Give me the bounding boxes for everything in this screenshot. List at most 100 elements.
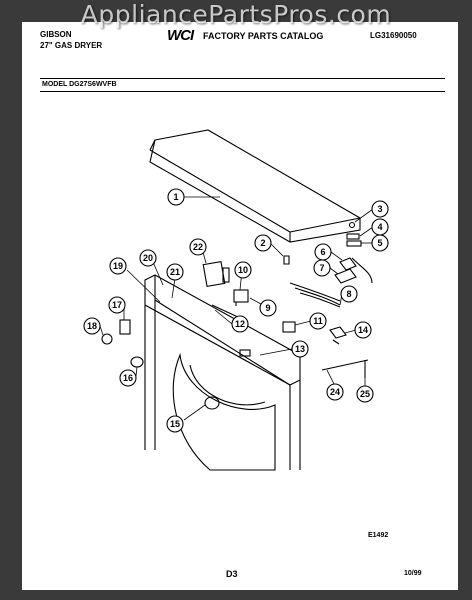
part-18-part <box>101 333 113 345</box>
callout-number: 20 <box>143 253 153 263</box>
callout-number: 4 <box>377 222 382 232</box>
header-rule-bottom <box>40 91 445 92</box>
callout-16: 16 <box>119 369 137 387</box>
part-10-clip <box>233 289 249 306</box>
callout-circle <box>313 259 331 277</box>
callout-number: 16 <box>123 373 133 383</box>
callout-circle <box>340 285 358 303</box>
callout-11: 11 <box>309 312 327 330</box>
callout-4: 4 <box>371 218 389 236</box>
part-6-7-components <box>334 257 373 284</box>
header-rule-top <box>40 78 445 79</box>
callout-circle <box>291 340 309 358</box>
part-8-wiring <box>289 282 341 308</box>
brand-name: GIBSON <box>40 30 72 39</box>
callout-10: 10 <box>234 261 252 279</box>
part-12-screw <box>211 304 241 319</box>
callout-number: 2 <box>260 238 265 248</box>
callout-number: 25 <box>360 389 370 399</box>
callout-24: 24 <box>326 383 344 401</box>
callout-circle <box>371 200 389 218</box>
page-date: 10/99 <box>404 570 422 577</box>
part-22-bracket <box>202 260 230 288</box>
leader-lines <box>99 196 374 421</box>
front-panel-part <box>144 274 301 471</box>
part-14-component <box>329 326 347 345</box>
callout-number: 3 <box>377 204 382 214</box>
callout-number: 21 <box>170 267 180 277</box>
callout-25: 25 <box>356 385 374 403</box>
callout-number: 6 <box>320 247 325 257</box>
callout-21: 21 <box>166 263 184 281</box>
catalog-title: FACTORY PARTS CATALOG <box>203 31 324 41</box>
callout-number: 17 <box>112 300 122 310</box>
callout-13: 13 <box>291 340 309 358</box>
callout-number: 22 <box>193 242 203 252</box>
wci-logo: WCI <box>167 27 194 44</box>
callout-number: 7 <box>319 263 324 273</box>
callout-circle <box>234 261 252 279</box>
part-15-knob <box>204 396 220 410</box>
callout-circle <box>254 234 272 252</box>
callout-circle <box>231 315 249 333</box>
figure-code: E1492 <box>368 532 389 539</box>
callout-number: 18 <box>87 321 97 331</box>
callout-circle <box>166 415 184 433</box>
part-16-cap <box>130 356 144 368</box>
callout-circle <box>108 296 126 314</box>
callout-15: 15 <box>166 415 184 433</box>
part-3-4-5-hardware <box>346 221 362 247</box>
callout-number: 14 <box>358 325 368 335</box>
part-11-switch <box>282 321 296 333</box>
callout-8: 8 <box>340 285 358 303</box>
callout-14: 14 <box>354 321 372 339</box>
part-24-rod <box>321 359 369 371</box>
callout-18: 18 <box>83 317 101 335</box>
product-name: 27" GAS DRYER <box>40 41 103 50</box>
callout-number: 5 <box>377 238 382 248</box>
parts-catalog-sheet <box>22 22 458 590</box>
callout-number: 11 <box>313 316 323 326</box>
catalog-number: LG31690050 <box>370 31 417 40</box>
callout-5: 5 <box>371 234 389 252</box>
callout-number: 10 <box>238 265 248 275</box>
callout-number: 24 <box>330 387 340 397</box>
part-2-screw <box>283 255 290 265</box>
callout-circle <box>371 234 389 252</box>
callout-circle <box>167 188 185 206</box>
watermark: AppliancePartsPros.com <box>80 0 392 29</box>
callout-circle <box>139 249 157 267</box>
page-code: D3 <box>226 569 238 579</box>
callout-circle <box>119 369 137 387</box>
callout-circle <box>166 263 184 281</box>
callout-circle <box>189 238 207 256</box>
callout-17: 17 <box>108 296 126 314</box>
top-panel-part <box>149 129 361 243</box>
callout-circle <box>354 321 372 339</box>
callout-number: 15 <box>170 419 180 429</box>
callout-3: 3 <box>371 200 389 218</box>
callout-circle <box>356 385 374 403</box>
callout-number: 13 <box>295 344 305 354</box>
callout-6: 6 <box>314 243 332 261</box>
callout-2: 2 <box>254 234 272 252</box>
callout-number: 9 <box>265 303 270 313</box>
callout-19: 19 <box>109 257 127 275</box>
callout-20: 20 <box>139 249 157 267</box>
part-17-part <box>119 319 131 335</box>
callout-number: 1 <box>173 192 178 202</box>
callout-1: 1 <box>167 188 185 206</box>
logo-text: WCI <box>167 27 194 44</box>
callout-7: 7 <box>313 259 331 277</box>
callout-number: 19 <box>113 261 123 271</box>
callout-circle <box>259 299 277 317</box>
callout-12: 12 <box>231 315 249 333</box>
callout-circle <box>83 317 101 335</box>
part-13-bracket <box>239 349 251 357</box>
callout-9: 9 <box>259 299 277 317</box>
callout-circle <box>109 257 127 275</box>
callout-number: 8 <box>346 289 351 299</box>
model-label: MODEL DG27S6WVFB <box>42 81 117 88</box>
callout-22: 22 <box>189 238 207 256</box>
